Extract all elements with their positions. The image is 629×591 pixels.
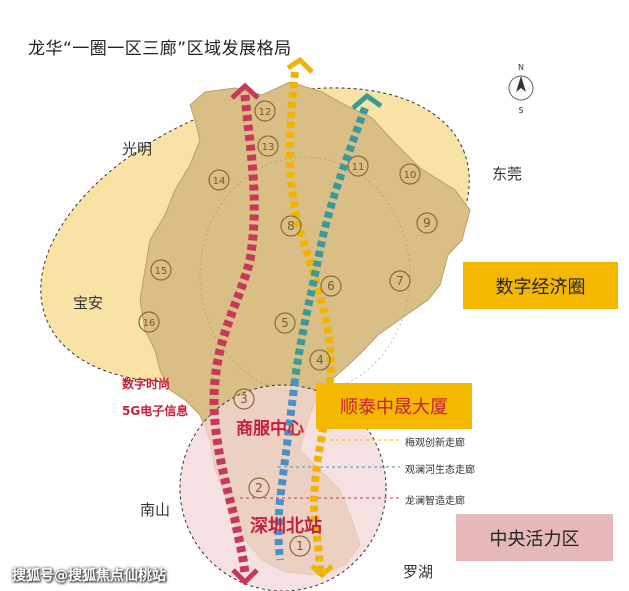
compass-needle	[516, 76, 526, 92]
region-baoan: 宝安	[73, 294, 104, 312]
district-number: 6	[327, 279, 335, 293]
district-marker-9: 9	[416, 212, 438, 234]
digital-economy-label: 数字经济圈	[463, 262, 618, 309]
shenzhen-north-label: 深圳北站	[250, 516, 322, 537]
district-marker-13: 13	[257, 135, 279, 157]
district-number: 12	[259, 107, 272, 118]
compass-north: N	[518, 63, 524, 72]
teal-corridor-path	[291, 106, 369, 381]
district-marker-2: 2	[248, 477, 270, 499]
industry-label-1: 5G电子信息	[122, 404, 189, 418]
business-center-label: 商服中心	[236, 419, 304, 439]
district-marker-ring	[280, 215, 302, 237]
district-marker-ring	[389, 270, 411, 292]
district-number: 15	[155, 266, 168, 277]
district-number: 2	[255, 481, 263, 495]
yellow-corridor-path	[286, 71, 335, 573]
district-marker-11: 11	[347, 155, 369, 177]
corridor-label-meiguan: 梅观创新走廊	[405, 438, 465, 449]
red-corridor-path	[209, 94, 259, 576]
district-number: 8	[287, 219, 295, 233]
district-marker-5: 5	[274, 312, 296, 334]
district-number: 5	[281, 316, 289, 330]
district-marker-ring	[347, 155, 369, 177]
watermark: 搜狐号@搜狐焦点仙桃站	[12, 568, 166, 584]
district-marker-12: 12	[254, 100, 276, 122]
district-marker-ring	[254, 100, 276, 122]
district-marker-ring	[233, 388, 255, 410]
district-marker-14: 14	[208, 169, 230, 191]
central-vitality-circle	[179, 384, 387, 591]
district-marker-7: 7	[389, 270, 411, 292]
yellow-arrow-top	[286, 56, 314, 74]
district-marker-ring	[150, 259, 172, 281]
region-guangming: 光明	[122, 140, 153, 158]
district-number: 7	[396, 274, 404, 288]
district-marker-ring	[257, 135, 279, 157]
corridor-lines	[240, 439, 400, 499]
district-marker-15: 15	[150, 259, 172, 281]
teal-arrow-top	[351, 92, 383, 110]
industry-label-0: 数字时尚	[122, 377, 171, 391]
district-number: 9	[423, 216, 431, 230]
district-marker-3: 3	[233, 388, 255, 410]
map-title: 龙华“一圈一区三廊”区域发展格局	[28, 39, 292, 59]
district-marker-10: 10	[399, 163, 421, 185]
district-number: 16	[143, 318, 156, 329]
district-marker-ring	[208, 169, 230, 191]
district-marker-1: 1	[289, 535, 311, 557]
region-dongguan: 东莞	[492, 165, 523, 183]
red-arrow-bottom	[231, 568, 259, 586]
district-number: 1	[296, 539, 304, 553]
district-marker-ring	[248, 477, 270, 499]
district-number: 13	[262, 142, 275, 153]
district-number: 4	[316, 353, 324, 367]
district-marker-ring	[274, 312, 296, 334]
region-luohu: 罗湖	[403, 563, 434, 581]
district-marker-ring	[320, 275, 342, 297]
district-marker-ring	[416, 212, 438, 234]
compass-south: S	[518, 106, 523, 115]
district-marker-16: 16	[138, 311, 160, 333]
yellow-arrow-bottom	[310, 564, 334, 579]
blue-corridor-path	[274, 379, 299, 561]
red-arrow-top	[230, 82, 260, 100]
shuntai-building-label: 顺泰中晟大厦	[316, 383, 472, 429]
district-marker-ring	[289, 535, 311, 557]
district-number: 11	[352, 162, 365, 173]
district-marker-ring	[399, 163, 421, 185]
district-marker-ring	[309, 349, 331, 371]
district-number: 14	[213, 176, 226, 187]
district-number: 3	[240, 392, 248, 406]
district-marker-6: 6	[320, 275, 342, 297]
region-nanshan: 南山	[140, 501, 171, 519]
central-vitality-label: 中央活力区	[456, 514, 613, 561]
district-marker-ring	[138, 311, 160, 333]
compass: N S	[508, 63, 534, 115]
district-marker-4: 4	[309, 349, 331, 371]
corridor-label-guanlan: 观澜河生态走廊	[405, 465, 475, 476]
corridor-label-longlan: 龙澜智造走廊	[405, 496, 465, 507]
district-marker-8: 8	[280, 215, 302, 237]
district-number: 10	[404, 170, 417, 181]
